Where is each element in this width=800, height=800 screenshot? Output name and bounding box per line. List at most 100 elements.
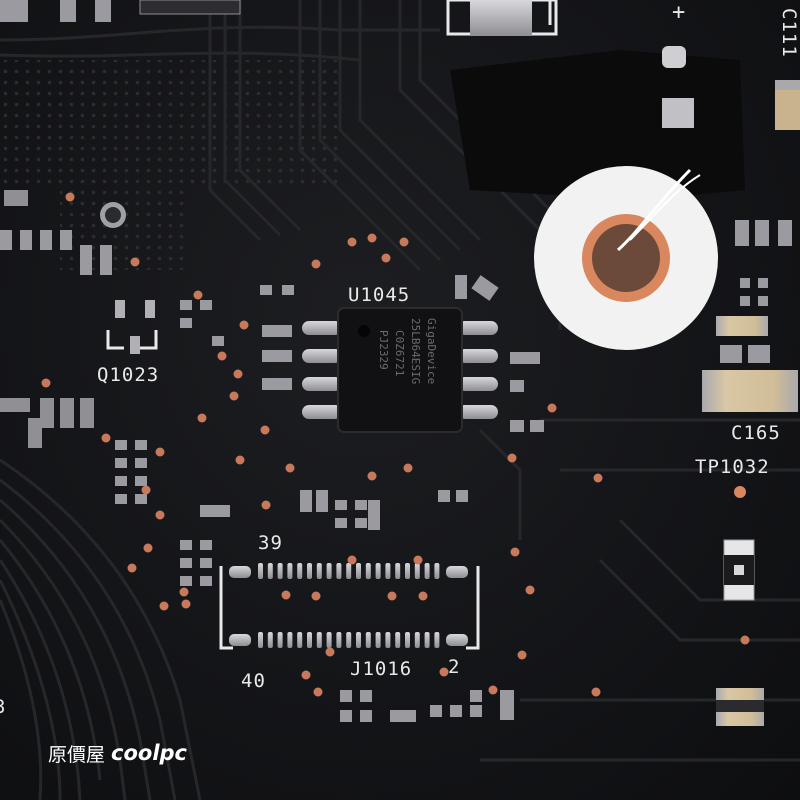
connector-pin [297, 563, 303, 579]
connector-pin [405, 632, 410, 648]
connector-pin [316, 563, 322, 579]
passive-components [0, 190, 792, 722]
connector-pin [346, 563, 352, 579]
via-field [60, 190, 190, 270]
connector-pin [395, 563, 401, 579]
copper-via [193, 290, 203, 300]
label-j1016: J1016 [350, 658, 413, 680]
copper-via [510, 547, 520, 557]
copper-via [233, 369, 243, 379]
copper-via [547, 403, 557, 413]
chip-date-code: PJ2329 [377, 330, 390, 370]
copper-via [311, 259, 321, 269]
copper-via [525, 585, 535, 595]
connector-pin [424, 632, 430, 648]
connector-pin [365, 563, 371, 579]
connector-pin [287, 632, 293, 648]
label-c1651: C165 [731, 422, 781, 444]
copper-via [403, 463, 413, 473]
copper-via [285, 463, 295, 473]
copper-via [740, 635, 750, 645]
copper-via [41, 378, 51, 388]
connector-pin [424, 563, 430, 579]
copper-via [127, 563, 137, 573]
copper-via [101, 433, 111, 443]
test-point-tp1032 [734, 486, 746, 498]
connector-pin [336, 563, 342, 579]
chip-part-number: 25LB64ESIG [409, 318, 422, 385]
connector-pin [385, 632, 391, 648]
label-plus: + [672, 0, 687, 25]
mounting-washer [534, 166, 718, 350]
copper-via [181, 599, 191, 609]
connector-pin [414, 632, 420, 648]
copper-via [325, 647, 335, 657]
chip-brand: GigaDevice [425, 318, 438, 385]
connector-pin [336, 632, 342, 648]
watermark: 原價屋 coolpc [48, 736, 187, 770]
label-tp1032: TP1032 [695, 456, 770, 478]
connector-pin [297, 632, 303, 648]
thermal-pad [450, 50, 745, 200]
copper-via [418, 591, 428, 601]
copper-via [261, 500, 271, 510]
copper-via [239, 320, 249, 330]
connector-pin [307, 632, 312, 648]
label-pin-39: 39 [258, 532, 283, 554]
label-edge-digit: 3 [0, 696, 6, 718]
connector-pin [326, 632, 332, 648]
connector-pin [326, 563, 332, 579]
connector-pin [277, 563, 283, 579]
copper-via [507, 453, 517, 463]
connector-pin [375, 563, 381, 579]
copper-via [235, 455, 245, 465]
copper-via [143, 543, 153, 553]
label-pin-2: 2 [448, 656, 461, 678]
copper-via [367, 471, 377, 481]
copper-via [381, 253, 391, 263]
label-u1045: U1045 [348, 284, 411, 306]
copper-via [311, 591, 321, 601]
connector-pin [316, 632, 322, 648]
connector-pin [277, 632, 283, 648]
label-c111: C111 [778, 8, 800, 58]
ceramic-capacitors [702, 316, 798, 726]
copper-via [347, 555, 357, 565]
copper-via [130, 257, 140, 267]
copper-via [591, 687, 601, 697]
copper-via [260, 425, 270, 435]
copper-via [517, 650, 527, 660]
copper-via [399, 237, 409, 247]
connector-pin [346, 632, 352, 648]
silkscreen-outlines [106, 0, 552, 650]
copper-vias [41, 192, 750, 697]
copper-via [217, 351, 227, 361]
copper-via [301, 670, 311, 680]
copper-via [65, 192, 75, 202]
connector-pin [405, 563, 410, 579]
connector-pin [356, 632, 361, 648]
copper-via [488, 685, 498, 695]
watermark-logo: coolpc [111, 741, 187, 765]
copper-via [155, 447, 165, 457]
connector-pin [385, 563, 391, 579]
connector-pin [434, 563, 440, 579]
watermark-chinese: 原價屋 [48, 743, 106, 766]
connector-pin [356, 563, 361, 579]
flash-chip-u1045 [302, 307, 498, 433]
via-field [0, 60, 340, 190]
connector-pin [365, 632, 371, 648]
top-components [0, 0, 800, 130]
copper-via [155, 510, 165, 520]
copper-via [281, 590, 291, 600]
connector-j1016 [229, 563, 468, 648]
connector-pin [307, 563, 312, 579]
label-q1023: Q1023 [97, 364, 160, 386]
copper-via [387, 591, 397, 601]
label-pin-40: 40 [241, 670, 266, 692]
connector-pin [258, 632, 263, 648]
connector-pin [267, 632, 273, 648]
copper-via [347, 237, 357, 247]
